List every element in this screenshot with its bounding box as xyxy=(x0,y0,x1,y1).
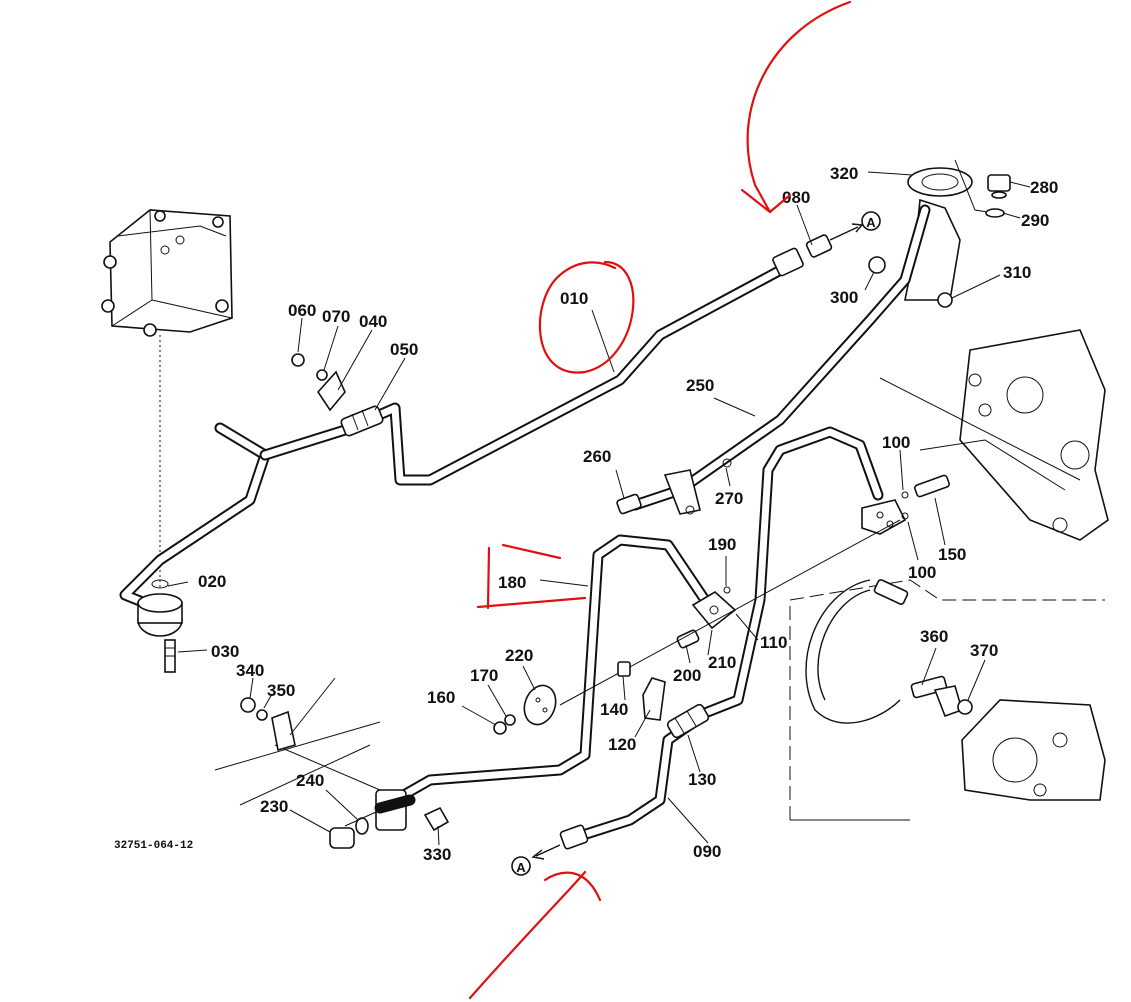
leader-lines xyxy=(167,171,1031,846)
connection-marker-top: A xyxy=(861,211,881,231)
callout-350: 350 xyxy=(267,681,295,700)
svg-text:A: A xyxy=(866,215,876,230)
bolt-260 xyxy=(616,458,732,515)
callout-030: 030 xyxy=(211,642,239,661)
bracket-mark-180 xyxy=(476,543,587,610)
circle-around-010 xyxy=(538,260,635,374)
filter-block-020 xyxy=(137,579,183,673)
callout-130: 130 xyxy=(688,770,716,789)
callout-labels: 010 020 030 040 050 060 070 080 090 100 … xyxy=(198,164,1058,864)
pipe-110 xyxy=(694,426,884,721)
callout-120: 120 xyxy=(608,735,636,754)
callout-300: 300 xyxy=(830,288,858,307)
plug-280 xyxy=(985,174,1011,218)
callout-210: 210 xyxy=(708,653,736,672)
callout-100-upper: 100 xyxy=(882,433,910,452)
callout-090: 090 xyxy=(693,842,721,861)
callout-100-lower: 100 xyxy=(908,563,936,582)
svg-text:A: A xyxy=(516,860,526,875)
housing-bottom-right xyxy=(961,699,1106,801)
plate-220 xyxy=(493,684,557,735)
hose-sleeve-050 xyxy=(340,405,384,437)
clamp-040-assembly xyxy=(291,353,346,412)
callout-280: 280 xyxy=(1030,178,1058,197)
fitting-080 xyxy=(772,223,864,277)
callout-270: 270 xyxy=(715,489,743,508)
callout-290: 290 xyxy=(1021,211,1049,230)
hydraulic-pump xyxy=(101,209,233,590)
callout-140: 140 xyxy=(600,700,628,719)
callout-060: 060 xyxy=(288,301,316,320)
arrow-to-080 xyxy=(740,0,852,214)
red-annotations xyxy=(468,0,852,1000)
arrow-to-bottom-marker xyxy=(468,870,602,1000)
clamp-120 xyxy=(617,661,666,721)
callout-050: 050 xyxy=(390,340,418,359)
connection-marker-bottom: A xyxy=(511,856,531,876)
frame-plate-340 xyxy=(214,677,381,806)
callout-180: 180 xyxy=(498,573,526,592)
inset-frame xyxy=(789,579,1105,821)
callout-360: 360 xyxy=(920,627,948,646)
callout-040: 040 xyxy=(359,312,387,331)
callout-230: 230 xyxy=(260,797,288,816)
callout-340: 340 xyxy=(236,661,264,680)
bracket-330 xyxy=(274,744,450,849)
callout-310: 310 xyxy=(1003,263,1031,282)
callout-070: 070 xyxy=(322,307,350,326)
callout-190: 190 xyxy=(708,535,736,554)
union-210 xyxy=(559,519,901,706)
lever-assembly-320 xyxy=(629,159,1001,511)
callout-010: 010 xyxy=(560,289,588,308)
callout-220: 220 xyxy=(505,646,533,665)
callout-020: 020 xyxy=(198,572,226,591)
manifold-100 xyxy=(861,474,950,535)
document-code: 32751-064-12 xyxy=(114,840,193,852)
callout-080: 080 xyxy=(782,188,810,207)
callout-260: 260 xyxy=(583,447,611,466)
callout-170: 170 xyxy=(470,666,498,685)
hose-360 xyxy=(805,579,973,724)
callout-320: 320 xyxy=(830,164,858,183)
callout-150: 150 xyxy=(938,545,966,564)
pipe-090 xyxy=(531,703,710,860)
transmission-housing xyxy=(879,329,1109,541)
pipe-180 xyxy=(389,534,711,806)
callout-240: 240 xyxy=(296,771,324,790)
callout-330: 330 xyxy=(423,845,451,864)
callout-110: 110 xyxy=(760,633,787,652)
callout-370: 370 xyxy=(970,641,998,660)
callout-200: 200 xyxy=(673,666,701,685)
callout-250: 250 xyxy=(686,376,714,395)
callout-160: 160 xyxy=(427,688,455,707)
